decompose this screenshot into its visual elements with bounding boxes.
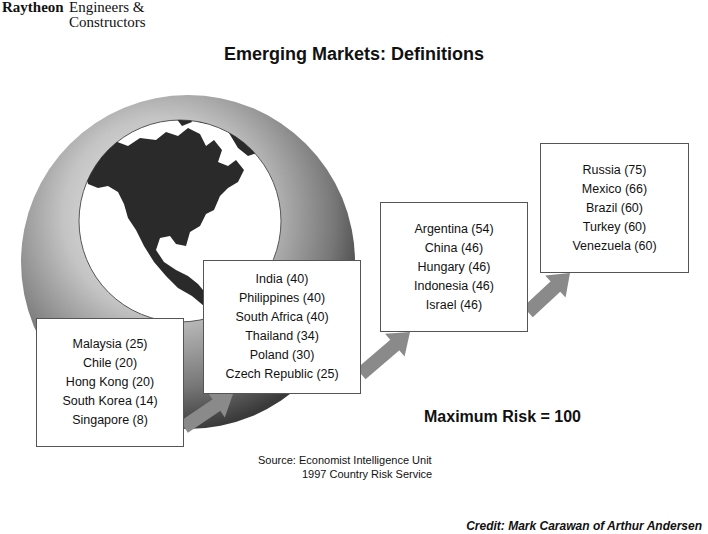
country-risk: Mexico (66) xyxy=(582,180,647,199)
credit-note: Credit: Mark Carawan of Arthur Andersen xyxy=(400,519,702,534)
country-risk: Thailand (34) xyxy=(245,327,319,346)
country-risk: Singapore (8) xyxy=(72,411,148,430)
country-box: Russia (75)Mexico (66)Brazil (60)Turkey … xyxy=(540,143,689,273)
source-note: Source: Economist Intelligence Unit 1997… xyxy=(258,453,458,481)
diagram-title: Emerging Markets: Definitions xyxy=(0,44,708,65)
arrow-head xyxy=(545,273,570,298)
country-risk: Hungary (46) xyxy=(418,258,491,277)
progress-arrow xyxy=(361,332,410,374)
country-risk: Malaysia (25) xyxy=(72,335,147,354)
country-risk: Czech Republic (25) xyxy=(225,365,338,384)
arrow-head xyxy=(208,393,233,418)
country-risk: Brazil (60) xyxy=(586,199,643,218)
arrow-shaft xyxy=(528,285,557,312)
country-risk: South Korea (14) xyxy=(62,392,157,411)
country-risk: India (40) xyxy=(256,270,309,289)
country-risk: Philippines (40) xyxy=(239,289,325,308)
country-box: India (40)Philippines (40)South Africa (… xyxy=(203,260,361,394)
progress-arrow xyxy=(184,393,233,427)
country-risk: Poland (30) xyxy=(250,346,315,365)
country-risk: Hong Kong (20) xyxy=(66,373,154,392)
country-risk: Venezuela (60) xyxy=(572,237,656,256)
arrow-shaft xyxy=(184,404,218,427)
country-risk: South Africa (40) xyxy=(235,308,328,327)
country-box: Malaysia (25)Chile (20)Hong Kong (20)Sou… xyxy=(36,318,184,447)
country-risk: Indonesia (46) xyxy=(414,277,494,296)
country-box: Argentina (54)China (46)Hungary (46)Indo… xyxy=(380,202,528,332)
country-risk: Russia (75) xyxy=(583,161,647,180)
country-risk: Israel (46) xyxy=(426,296,482,315)
arrow-shaft xyxy=(361,344,396,374)
country-risk: Chile (20) xyxy=(83,354,137,373)
scale-note: Maximum Risk = 100 xyxy=(424,407,581,427)
progress-arrow xyxy=(528,273,570,312)
company-name: Raytheon xyxy=(2,0,64,15)
arrow-head xyxy=(385,332,410,356)
country-risk: China (46) xyxy=(425,239,483,258)
country-risk: Argentina (54) xyxy=(414,220,493,239)
company-division: Engineers & Constructors xyxy=(69,0,161,30)
country-risk: Turkey (60) xyxy=(583,218,646,237)
